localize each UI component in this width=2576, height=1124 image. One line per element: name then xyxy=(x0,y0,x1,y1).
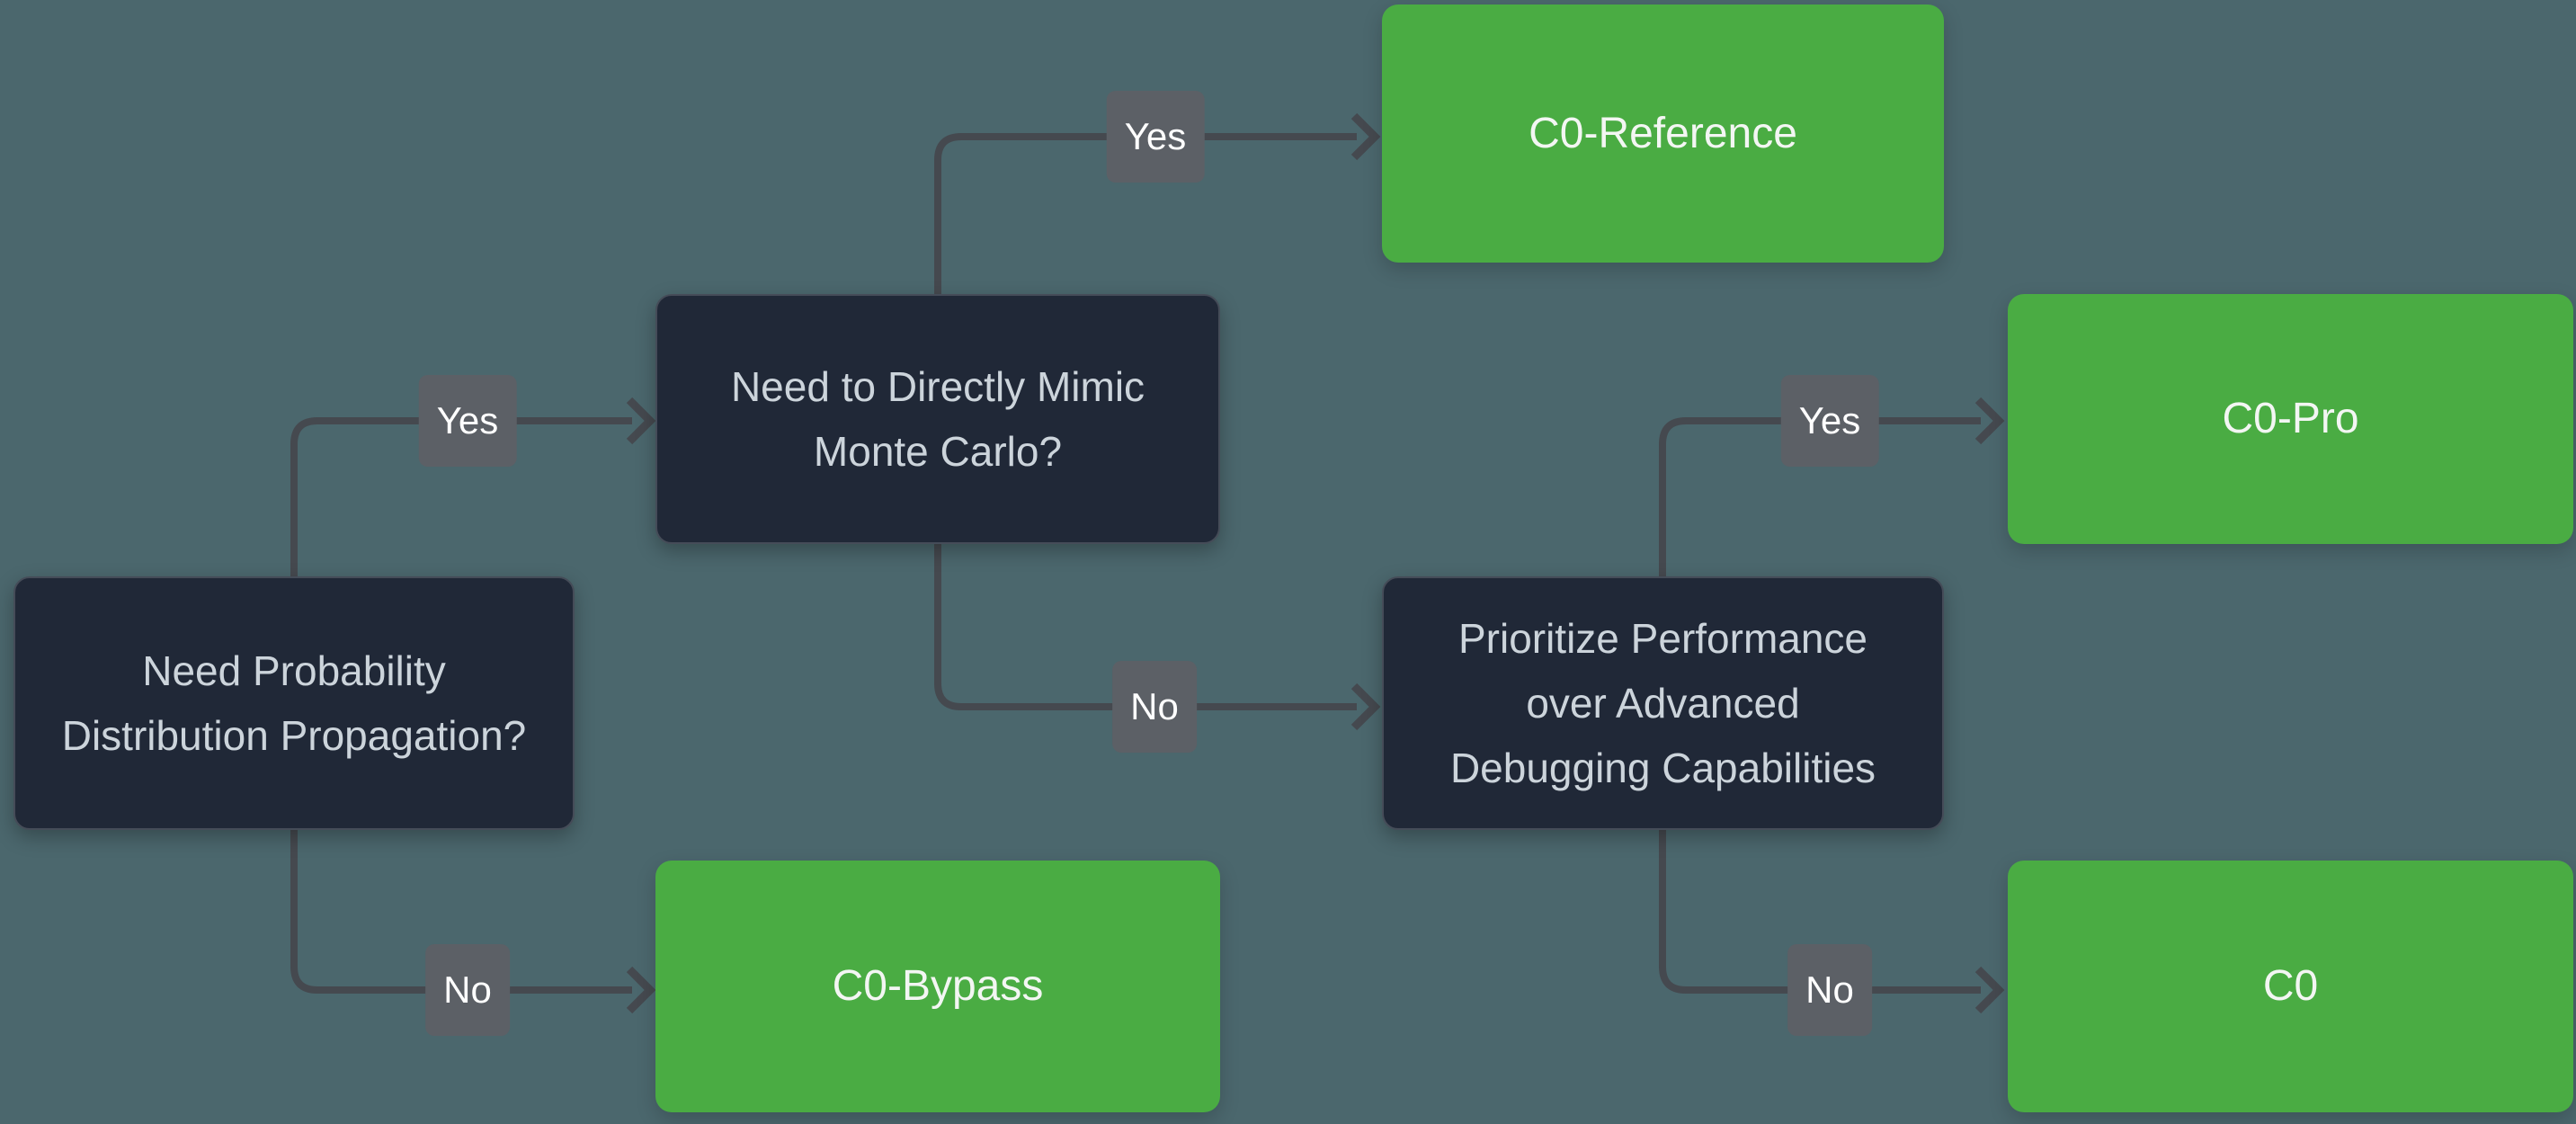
edge-label-left-yes: Yes xyxy=(418,375,517,467)
edge-left-yes xyxy=(290,397,656,576)
edge-label-mid-yes: Yes xyxy=(1106,91,1205,183)
node-decision-probability-propagation: Need Probability Distribution Propagatio… xyxy=(13,576,575,830)
node-result-c0: C0 xyxy=(2008,861,2573,1112)
node-result-c0-reference: C0-Reference xyxy=(1382,4,1944,263)
node-label: C0-Bypass xyxy=(832,962,1044,1010)
edge-label-right-yes: Yes xyxy=(1780,375,1879,467)
node-label: C0-Pro xyxy=(2222,395,2359,442)
node-label: C0-Reference xyxy=(1529,109,1797,157)
node-label: C0 xyxy=(2262,962,2319,1010)
edge-right-no xyxy=(1659,830,2005,1014)
edge-right-yes xyxy=(1659,397,2005,576)
node-decision-mimic-monte-carlo: Need to Directly Mimic Monte Carlo? xyxy=(655,294,1220,544)
node-label: Need Probability Distribution Propagatio… xyxy=(61,647,527,759)
edge-mid-no xyxy=(934,544,1381,731)
edge-label-left-no: No xyxy=(425,944,510,1036)
edge-mid-yes xyxy=(934,112,1381,294)
node-result-c0-pro: C0-Pro xyxy=(2008,294,2573,544)
node-decision-performance-vs-debugging: Prioritize Performance over Advanced Deb… xyxy=(1382,576,1944,830)
node-label: Need to Directly Mimic Monte Carlo? xyxy=(730,363,1145,475)
node-label: Prioritize Performance over Advanced Deb… xyxy=(1449,615,1876,791)
edge-label-mid-no: No xyxy=(1112,661,1197,753)
node-result-c0-bypass: C0-Bypass xyxy=(655,861,1220,1112)
edge-left-no xyxy=(290,830,656,1014)
edge-label-right-no: No xyxy=(1787,944,1872,1036)
